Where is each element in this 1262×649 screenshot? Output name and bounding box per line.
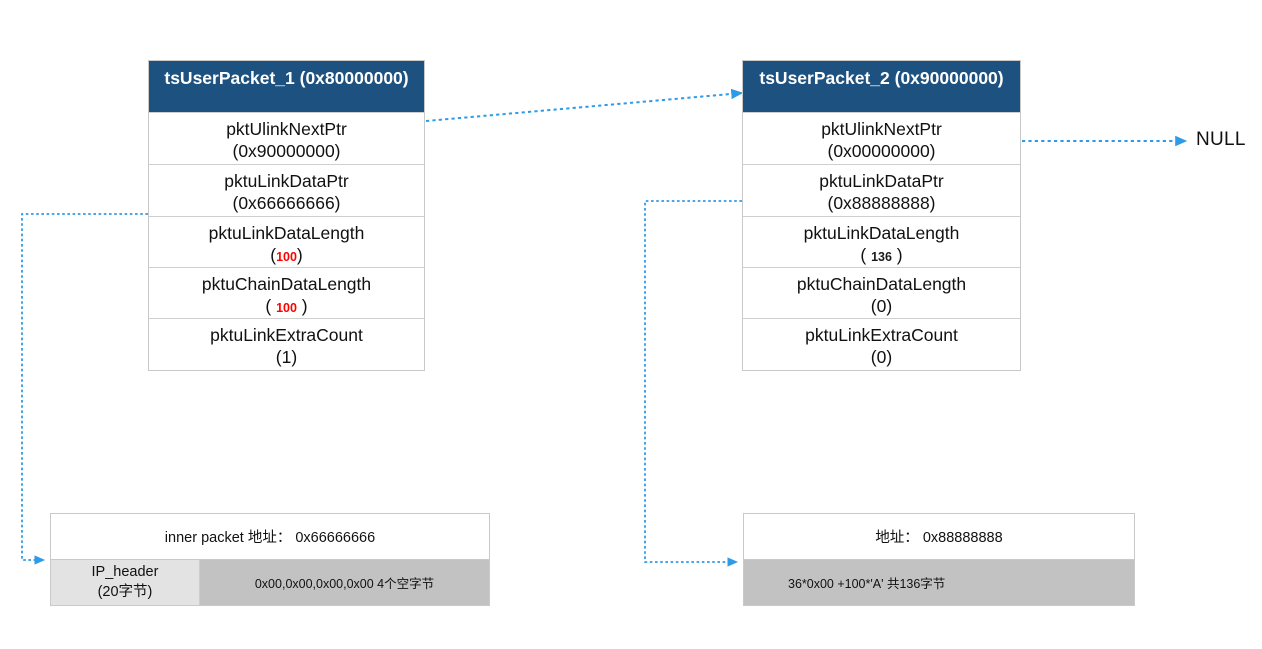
field-label: pktuLinkExtraCount <box>210 325 363 345</box>
field-label: pktuLinkExtraCount <box>805 325 958 345</box>
struct-1-name: tsUserPacket_1 <box>164 68 295 88</box>
field-value: (100) <box>153 244 420 266</box>
struct-1-header: tsUserPacket_1 (0x80000000) <box>149 61 424 112</box>
struct-1-address: (0x80000000) <box>299 68 409 88</box>
field-label: pktuLinkDataLength <box>803 223 960 243</box>
field-label: pktuLinkDataPtr <box>224 171 349 191</box>
struct-1-field-pktuLinkExtraCount: pktuLinkExtraCount (1) <box>149 318 424 370</box>
paren-open: ( <box>860 245 867 266</box>
struct-1-field-pktuLinkDataLength: pktuLinkDataLength (100) <box>149 216 424 267</box>
field-value: (1) <box>275 347 298 368</box>
memory-block-1: inner packet 地址： 0x66666666 IP_header (2… <box>50 513 490 606</box>
struct-2-address: (0x90000000) <box>894 68 1004 88</box>
field-label: pktuLinkDataPtr <box>819 171 944 191</box>
field-value: (0x00000000) <box>827 141 936 162</box>
ip-header-label: IP_header <box>91 563 159 580</box>
struct-2-header: tsUserPacket_2 (0x90000000) <box>743 61 1020 112</box>
struct-2-field-pktuLinkExtraCount: pktuLinkExtraCount (0) <box>743 318 1020 370</box>
field-label: pktuChainDataLength <box>796 274 967 294</box>
memory-block-2-body: 36*0x00 +100*'A' 共136字节 <box>743 560 1135 606</box>
field-value: (0x88888888) <box>827 193 936 214</box>
struct-2-field-pktuLinkDataPtr: pktuLinkDataPtr (0x88888888) <box>743 164 1020 216</box>
field-label: pktUlinkNextPtr <box>821 119 942 139</box>
memory-block-2-address: 地址： 0x88888888 <box>743 513 1135 560</box>
connector-next-ptr-1-to-2 <box>425 88 744 122</box>
field-value-highlight: 100 <box>276 250 297 265</box>
field-value: ( 136 ) <box>747 244 1016 266</box>
memory-block-1-address: inner packet 地址： 0x66666666 <box>50 513 490 560</box>
paren-close: ) <box>296 245 303 266</box>
memory-block-1-ip-header-cell: IP_header (20字节) <box>51 560 200 605</box>
field-value-highlight: 136 <box>871 250 892 265</box>
struct-1-field-pktuLinkDataPtr: pktuLinkDataPtr (0x66666666) <box>149 164 424 216</box>
struct-table-tsUserPacket-2: tsUserPacket_2 (0x90000000) pktUlinkNext… <box>742 60 1021 371</box>
memory-block-1-data-cell: 0x00,0x00,0x00,0x00 4个空字节 <box>200 560 489 605</box>
connector-data-ptr-2-to-memblock-2 <box>644 200 742 567</box>
struct-2-field-pktuChainDataLength: pktuChainDataLength (0) <box>743 267 1020 318</box>
null-terminator-label: NULL <box>1196 129 1246 150</box>
memory-block-1-body: IP_header (20字节) 0x00,0x00,0x00,0x00 4个空… <box>50 560 490 606</box>
field-value: (0) <box>870 347 893 368</box>
memory-block-2: 地址： 0x88888888 36*0x00 +100*'A' 共136字节 <box>743 513 1135 606</box>
field-value: (0x66666666) <box>232 193 341 214</box>
paren-open: ( <box>270 245 277 266</box>
memory-block-2-data-cell: 36*0x00 +100*'A' 共136字节 <box>744 560 1134 605</box>
struct-1-field-pktuChainDataLength: pktuChainDataLength ( 100 ) <box>149 267 424 318</box>
paren-open: ( <box>265 296 272 317</box>
struct-table-tsUserPacket-1: tsUserPacket_1 (0x80000000) pktUlinkNext… <box>148 60 425 371</box>
field-label: pktuChainDataLength <box>201 274 372 294</box>
field-value: (0x90000000) <box>232 141 341 162</box>
field-value: ( 100 ) <box>153 295 420 317</box>
struct-2-name: tsUserPacket_2 <box>759 68 890 88</box>
paren-close: ) <box>891 245 903 266</box>
field-value-highlight: 100 <box>276 301 297 316</box>
field-label: pktUlinkNextPtr <box>226 119 347 139</box>
field-label: pktuLinkDataLength <box>208 223 365 243</box>
field-value: (0) <box>870 296 893 317</box>
ip-header-size: (20字节) <box>97 583 153 600</box>
struct-2-field-pktUlinkNextPtr: pktUlinkNextPtr (0x00000000) <box>743 112 1020 164</box>
connector-data-ptr-1-to-memblock-1 <box>21 213 148 565</box>
struct-1-field-pktUlinkNextPtr: pktUlinkNextPtr (0x90000000) <box>149 112 424 164</box>
struct-2-field-pktuLinkDataLength: pktuLinkDataLength ( 136 ) <box>743 216 1020 267</box>
paren-close: ) <box>296 296 308 317</box>
